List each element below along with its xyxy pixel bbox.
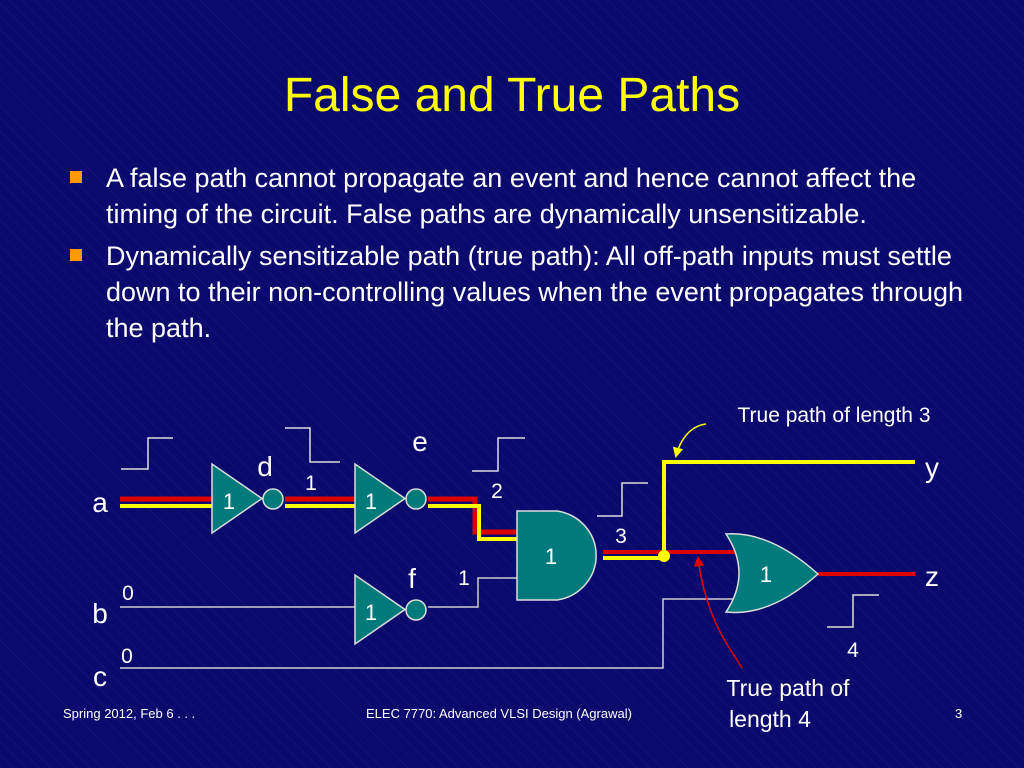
timing-label-b: 0 [122,582,134,605]
gate-delay: 1 [760,562,772,587]
timing-label-d: 1 [305,472,317,495]
and-gate: 1 [516,510,597,601]
junction-dot [658,550,670,562]
timing-label-e: 2 [491,480,503,503]
gate-delay: 1 [223,489,235,514]
or-gate: 1 [724,533,820,614]
true-path-length-4 [120,496,915,576]
bullet-item: Dynamically sensitizable path (true path… [68,238,968,346]
annotation-true-path-4-line2: length 4 [729,706,811,732]
inverter-gate: 1 [211,462,284,535]
gate-delay: 1 [365,489,377,514]
plain-wires [120,577,735,669]
gate-delay: 1 [545,544,557,569]
input-label-b: b [92,598,108,629]
inverter-gate: 1 [354,573,427,646]
annotation-true-path-3: True path of length 3 [737,404,930,427]
timing-label-f: 1 [458,567,470,590]
node-label-e: e [412,426,428,457]
arrow-icon [672,423,707,459]
footer-course: ELEC 7770: Advanced VLSI Design (Agrawal… [366,706,632,721]
waveform-icons [121,427,879,628]
bullet-text: Dynamically sensitizable path (true path… [106,241,964,343]
bullet-text: A false path cannot propagate an event a… [106,163,917,229]
footer-date: Spring 2012, Feb 6 . . . [63,706,196,721]
true-path-length-3 [120,460,915,560]
square-bullet-icon [70,171,82,183]
node-label-f: f [408,563,416,594]
page-number: 3 [955,706,963,721]
annotation-true-path-4-line1: True path of [726,675,850,701]
output-label-z: z [925,561,939,592]
node-label-d: d [257,451,273,482]
gate-delay: 1 [365,600,377,625]
input-label-a: a [92,487,108,518]
input-label-c: c [93,661,107,692]
timing-label-c: 0 [121,645,133,668]
square-bullet-icon [70,249,82,261]
bullet-item: A false path cannot propagate an event a… [68,160,968,232]
timing-label-and-out: 3 [615,525,627,548]
slide-title: False and True Paths [283,69,741,122]
timing-label-z: 4 [847,639,859,662]
inverter-gate: 1 [354,462,427,535]
output-label-y: y [925,452,939,483]
bullet-list: A false path cannot propagate an event a… [68,160,968,352]
arrow-icon [693,555,743,669]
